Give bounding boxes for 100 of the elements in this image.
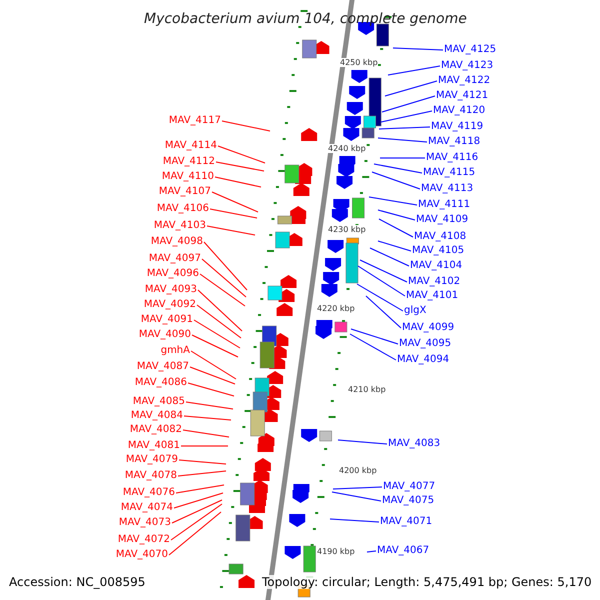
leader-line (176, 484, 224, 494)
leader-line (378, 240, 412, 252)
leader-line (370, 248, 410, 266)
gene-label: MAV_4111 (418, 198, 470, 212)
leader-line (356, 284, 404, 312)
footer-text: Topology: circular; Length: 5,475,491 bp; Genes: 5,170 (262, 575, 592, 589)
gene-label: MAV_4079 (126, 453, 178, 467)
scale-label: 4220 kbp (317, 304, 355, 312)
gene-label: MAV_4078 (124, 469, 177, 483)
gene-label: MAV_4094 (397, 353, 450, 367)
leader-line (210, 208, 258, 218)
leader-line (358, 266, 406, 296)
gene-label: MAV_4087 (136, 360, 189, 374)
gene-label: MAV_4082 (130, 423, 182, 437)
leader-line (202, 258, 246, 298)
gene-label: MAV_4086 (134, 376, 187, 390)
gene-label: MAV_4121 (436, 89, 488, 103)
leader-line (380, 110, 432, 122)
leader-line (190, 350, 236, 380)
gene-label: MAV_4103 (154, 219, 206, 233)
scale-label: 4210 kbp (348, 384, 386, 394)
leader-line (168, 512, 222, 556)
gene-label: MAV_4075 (382, 494, 434, 508)
gene-label: MAV_4085 (132, 395, 185, 409)
leader-line (212, 192, 258, 212)
gene-label: MAV_4073 (118, 516, 171, 530)
gene-label: MAV_4107 (158, 185, 211, 199)
gene-label: MAV_4097 (148, 252, 201, 266)
title: Mycobacterium avium 104, complete genome (144, 10, 467, 28)
scale-label: 4200 kbp (339, 466, 377, 474)
gene-label: MAV_4119 (431, 120, 484, 134)
gene-label: MAV_4110 (162, 170, 214, 184)
leader-line (196, 304, 242, 338)
gene-label: MAV_4115 (423, 166, 476, 180)
scale-label: 4250 kbp (340, 58, 378, 66)
gene-label: MAV_4071 (380, 515, 432, 529)
gene-label: MAV_4067 (377, 544, 430, 558)
gene-label: MAV_4123 (441, 59, 494, 73)
gene-label: MAV_4084 (130, 409, 183, 423)
gene-label: MAV_4091 (140, 313, 193, 327)
leader-line (392, 48, 444, 50)
leader-line (366, 296, 402, 328)
leader-line (378, 210, 416, 220)
leader-line (186, 402, 234, 410)
gene-label: MAV_4117 (168, 114, 221, 128)
leader-line (190, 366, 236, 384)
leader-line (350, 328, 398, 344)
leader-line (188, 382, 234, 396)
gene-label: MAV_4076 (122, 486, 175, 500)
gene-label: MAV_4102 (408, 275, 460, 289)
leader-line (350, 334, 396, 360)
gene-label: MAV_4125 (444, 43, 496, 57)
leader-line (378, 126, 430, 130)
leader-line (330, 518, 380, 522)
leader-line (200, 274, 246, 306)
leader-line (216, 162, 264, 172)
gene-label: MAV_4090 (138, 328, 191, 342)
gene-label: MAV_4112 (162, 155, 215, 169)
gene-label: MAV_4101 (406, 289, 458, 303)
leader-line (198, 290, 242, 332)
leader-line (214, 176, 262, 188)
footer-text: Accession: NC_008595 (9, 575, 146, 589)
leader-line (218, 146, 266, 164)
leader-line (170, 504, 222, 540)
leader-line (374, 164, 422, 174)
gene-label: MAV_4070 (116, 548, 168, 562)
gene-label: MAV_4109 (416, 213, 468, 227)
gene-label: MAV_4081 (128, 439, 180, 453)
leader-line (366, 550, 376, 552)
leader-line (378, 218, 414, 238)
gene-label: MAV_4077 (383, 480, 436, 494)
leader-line (388, 66, 440, 76)
gene-label: MAV_4104 (410, 259, 462, 273)
leader-line (178, 470, 226, 476)
leader-line (360, 260, 408, 282)
gene-label: MAV_4113 (421, 182, 474, 196)
leader-line (182, 430, 230, 438)
scale-label: 4230 kbp (328, 224, 366, 234)
leader-line (368, 196, 418, 206)
leader-line (332, 486, 382, 490)
gene-label: MAV_4099 (402, 321, 454, 335)
scale-label: 4240 kbp (328, 144, 366, 152)
gene-label: MAV_4083 (388, 437, 440, 451)
gene-label: MAV_4118 (428, 135, 480, 149)
gene-label: MAV_4122 (438, 74, 490, 88)
gene-label: MAV_4095 (399, 337, 452, 351)
gene-label: MAV_4074 (120, 501, 173, 515)
leader-line (332, 492, 382, 502)
leader-line (178, 460, 226, 464)
leader-line (378, 138, 428, 142)
gene-label: MAV_4098 (150, 235, 203, 249)
leader-line (184, 416, 232, 420)
leader-line (222, 120, 270, 132)
gene-label: MAV_4105 (412, 244, 464, 258)
leader-line (172, 500, 222, 524)
gene-label: MAV_4114 (164, 139, 217, 153)
gene-label: MAV_4096 (146, 267, 199, 281)
gene-label: MAV_4116 (426, 151, 478, 165)
gene-label: MAV_4120 (433, 104, 486, 118)
gene-label: MAV_4072 (118, 533, 170, 547)
